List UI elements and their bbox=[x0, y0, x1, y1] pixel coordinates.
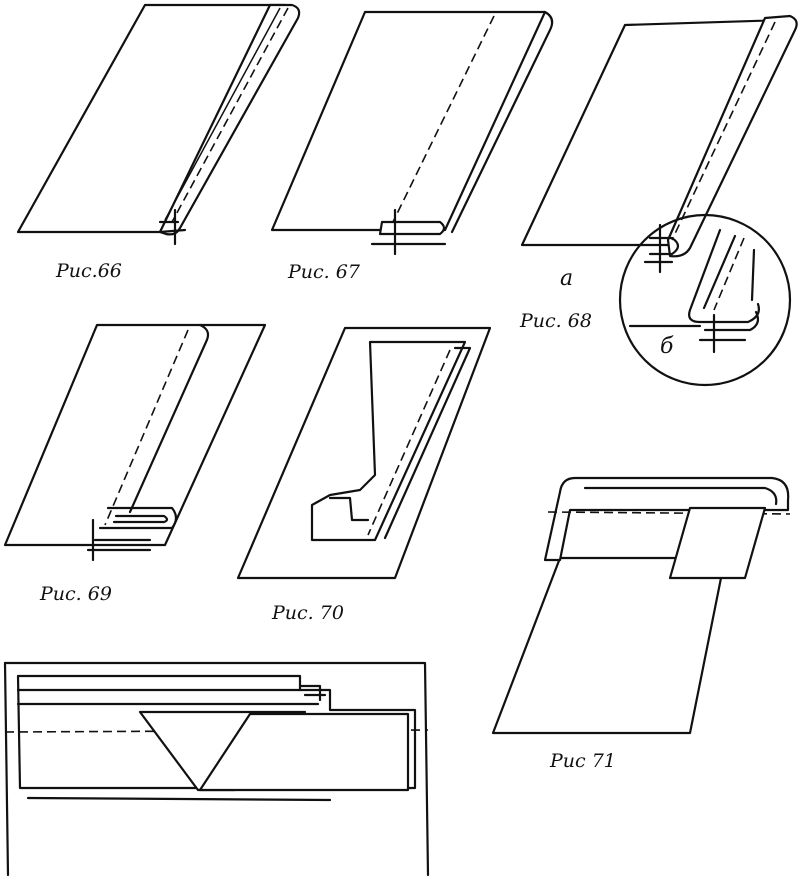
figure-66-caption: Рис.66 bbox=[56, 260, 122, 282]
figure-68-caption: Рис. 68 bbox=[520, 310, 592, 332]
figure-68-drawing bbox=[520, 14, 798, 387]
figure-69-drawing bbox=[3, 323, 267, 562]
figure-69-caption: Рис. 69 bbox=[40, 583, 112, 605]
figure-66-drawing bbox=[16, 3, 301, 246]
figure-68-label-b: б bbox=[660, 334, 674, 359]
figure-67-drawing bbox=[270, 10, 554, 256]
figure-67-caption: Рис. 67 bbox=[288, 261, 360, 283]
figure-70-drawing bbox=[236, 326, 492, 580]
figure-71-caption: Рис 71 bbox=[550, 750, 616, 772]
figure-68-label-a: а bbox=[560, 266, 574, 291]
bottom-seam-drawing bbox=[3, 661, 430, 877]
figure-71-drawing bbox=[491, 476, 791, 735]
figure-70-caption: Рис. 70 bbox=[272, 602, 344, 624]
